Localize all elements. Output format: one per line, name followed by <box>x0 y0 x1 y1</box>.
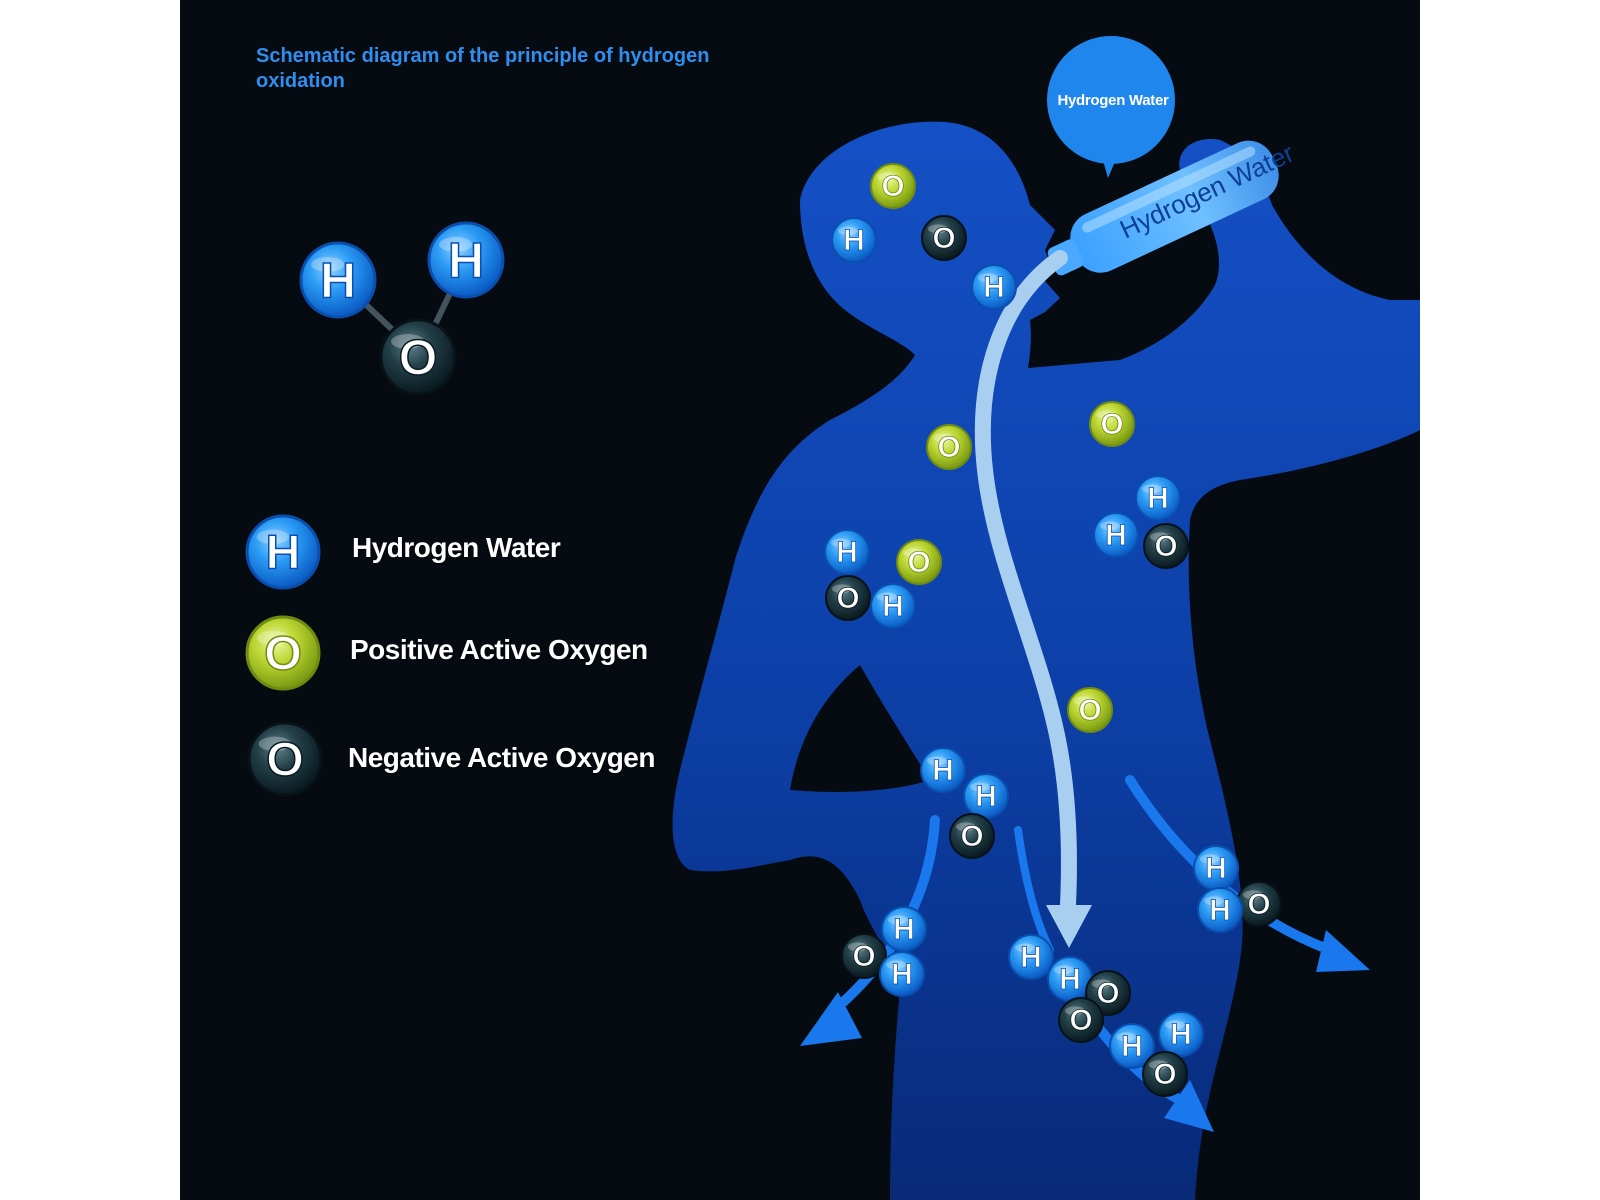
atom-negative-oxygen: O <box>1058 997 1104 1043</box>
atom-symbol: H <box>1205 852 1226 885</box>
atom-symbol: H <box>891 958 912 991</box>
atom-symbol: O <box>1078 694 1101 727</box>
atom-symbol: H <box>1020 941 1041 974</box>
atom-negative-oxygen: O <box>921 215 967 261</box>
legend-icon-positive-oxygen: O <box>245 615 321 691</box>
atom-symbol: H <box>1105 519 1126 552</box>
legend-label-positive-oxygen: Positive Active Oxygen <box>350 634 648 665</box>
atom-negative-oxygen: O <box>1142 1051 1188 1097</box>
atom-positive-oxygen: O <box>1067 687 1113 733</box>
atom-symbol: O <box>399 330 438 386</box>
atom-hydrogen: H <box>881 906 927 952</box>
atom-symbol: H <box>932 754 953 787</box>
atom-symbol: O <box>1100 408 1123 441</box>
atom-symbol: H <box>1059 963 1080 996</box>
atom-hydrogen: H <box>1197 887 1243 933</box>
atom-symbol: O <box>907 546 930 579</box>
atom-symbol: O <box>264 627 302 681</box>
atom-hydrogen: H <box>1047 956 1093 1002</box>
atom-symbol: O <box>1247 888 1270 921</box>
speech-bubble-text: Hydrogen Water <box>1057 92 1169 109</box>
atom-symbol: O <box>836 582 859 615</box>
atom-symbol: H <box>320 253 356 309</box>
atom-symbol: O <box>266 733 304 787</box>
atom-symbol: H <box>1147 482 1168 515</box>
speech-bubble <box>1047 36 1175 178</box>
atom-negative-oxygen: O <box>825 575 871 621</box>
legend-icon-hydrogen: H <box>245 514 321 590</box>
atom-symbol: H <box>843 224 864 257</box>
atom-hydrogen: H <box>879 951 925 997</box>
atom-symbol: O <box>1069 1004 1092 1037</box>
atom-positive-oxygen: O <box>926 424 972 470</box>
atom-symbol: O <box>881 170 904 203</box>
atom-symbol: H <box>983 271 1004 304</box>
atom-hydrogen: H <box>1008 934 1054 980</box>
atom-symbol: O <box>937 431 960 464</box>
atom-hydrogen: H <box>971 264 1017 310</box>
atom-hydrogen: H <box>920 747 966 793</box>
atom-hydrogen: H <box>1093 512 1139 558</box>
atom-hydrogen: H <box>870 583 916 629</box>
atom-symbol: O <box>852 940 875 973</box>
diagram-title: Schematic diagram of the principle of hy… <box>256 45 710 92</box>
molecule-hydrogen-atom: H <box>299 241 377 319</box>
atom-hydrogen: H <box>824 529 870 575</box>
legend-icon-negative-oxygen: O <box>247 721 323 797</box>
atom-hydrogen: H <box>963 773 1009 819</box>
atom-symbol: O <box>1154 530 1177 563</box>
atom-negative-oxygen: O <box>841 933 887 979</box>
atom-hydrogen: H <box>1193 845 1239 891</box>
human-silhouette <box>672 121 1420 1200</box>
atom-symbol: H <box>1121 1030 1142 1063</box>
atom-negative-oxygen: O <box>1236 881 1282 927</box>
atom-symbol: O <box>960 820 983 853</box>
atom-hydrogen: H <box>1135 475 1181 521</box>
atom-symbol: O <box>932 222 955 255</box>
atom-symbol: O <box>1153 1058 1176 1091</box>
atom-hydrogen: H <box>831 217 877 263</box>
legend-label-hydrogen: Hydrogen Water <box>352 532 561 563</box>
atom-symbol: H <box>265 526 300 580</box>
flow-arrow <box>974 250 1092 948</box>
atom-negative-oxygen: O <box>1085 970 1131 1016</box>
atom-hydrogen: H <box>1109 1023 1155 1069</box>
molecule-oxygen-atom: O <box>379 318 457 396</box>
atom-negative-oxygen: O <box>1143 523 1189 569</box>
atom-positive-oxygen: O <box>870 163 916 209</box>
atom-symbol: H <box>448 233 484 289</box>
atom-positive-oxygen: O <box>896 539 942 585</box>
atom-symbol: H <box>1209 894 1230 927</box>
atom-hydrogen: H <box>1158 1011 1204 1057</box>
atom-negative-oxygen: O <box>949 813 995 859</box>
atom-symbol: O <box>1096 977 1119 1010</box>
atom-symbol: H <box>836 536 857 569</box>
atom-positive-oxygen: O <box>1089 401 1135 447</box>
atom-symbol: H <box>893 913 914 946</box>
molecule-hydrogen-atom: H <box>427 221 505 299</box>
atom-symbol: H <box>1170 1018 1191 1051</box>
atom-symbol: H <box>882 590 903 623</box>
atom-symbol: H <box>975 780 996 813</box>
legend-label-negative-oxygen: Negative Active Oxygen <box>348 742 655 773</box>
